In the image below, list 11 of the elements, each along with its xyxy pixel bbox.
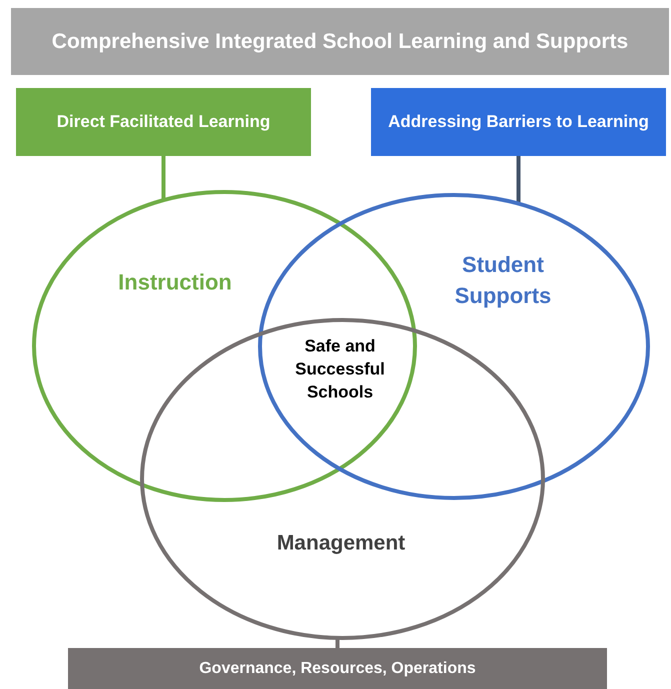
set-label: Student Supports	[454, 251, 552, 310]
connector-line	[336, 638, 340, 648]
base-bar: Governance, Resources, Operations	[68, 648, 607, 689]
connector-line	[516, 156, 520, 204]
category-box: Addressing Barriers to Learning	[371, 88, 666, 156]
set-label: Instruction	[117, 268, 233, 297]
title-banner: Comprehensive Integrated School Learning and Supports	[11, 8, 669, 75]
connector-line	[162, 156, 166, 200]
set-label: Management	[276, 530, 406, 556]
intersection-label: Safe and Successful Schools	[294, 336, 386, 404]
category-box: Direct Facilitated Learning	[16, 88, 311, 156]
